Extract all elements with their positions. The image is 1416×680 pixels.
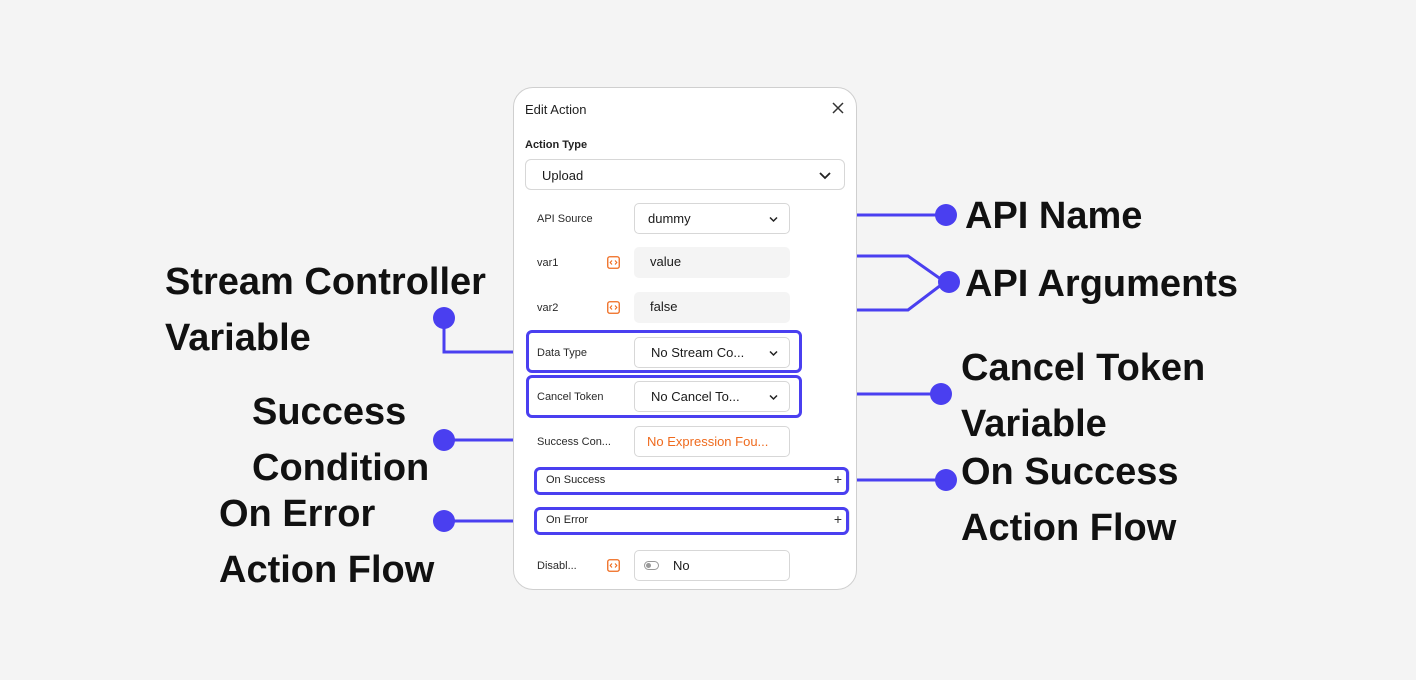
on-error-highlight — [534, 507, 849, 535]
on-error-annotation-line1: On Error — [219, 493, 376, 535]
success-condition-dot — [433, 429, 455, 451]
api-name-dot — [935, 204, 957, 226]
on-success-label: On Success — [546, 474, 606, 486]
api-source-select[interactable]: dummy — [634, 203, 790, 234]
data-type-highlight — [526, 330, 802, 373]
action-type-value: Upload — [542, 168, 584, 183]
chevron-down-icon — [769, 394, 778, 401]
chevron-down-icon — [769, 350, 778, 357]
chevron-down-icon — [819, 172, 831, 180]
data-type-value: No Stream Co... — [651, 345, 745, 360]
cancel-token-highlight — [526, 375, 802, 418]
on-success-dot — [935, 469, 957, 491]
var2-input[interactable]: false — [634, 292, 790, 323]
code-expression-icon[interactable] — [607, 256, 620, 269]
var1-input[interactable]: value — [634, 247, 790, 278]
data-type-select[interactable]: No Stream Co... — [634, 337, 790, 368]
var1-label: var1 — [537, 257, 559, 269]
add-icon[interactable]: + — [833, 511, 842, 527]
on-success-annotation-line1: On Success — [961, 451, 1179, 493]
on-error-dot — [433, 510, 455, 532]
disable-label: Disabl... — [537, 560, 577, 572]
on-error-annotation-line2: Action Flow — [219, 549, 435, 591]
cancel-token-annotation-line1: Cancel Token — [961, 347, 1206, 389]
stream-controller-annotation-line1: Stream Controller — [165, 261, 486, 303]
api-arguments-annotation: API Arguments — [965, 263, 1239, 305]
cancel-token-dot — [930, 383, 952, 405]
chevron-down-icon — [769, 216, 778, 223]
code-expression-icon[interactable] — [607, 301, 620, 314]
cancel-token-value: No Cancel To... — [651, 389, 740, 404]
cancel-token-annotation-line2: Variable — [961, 403, 1107, 445]
var1-value: value — [650, 254, 682, 269]
cancel-token-select[interactable]: No Cancel To... — [634, 381, 790, 412]
success-condition-label: Success Con... — [537, 436, 611, 448]
success-condition-annotation-line1: Success — [252, 391, 407, 433]
add-icon[interactable]: + — [833, 471, 842, 487]
api-source-value: dummy — [648, 211, 691, 226]
on-error-label: On Error — [546, 514, 589, 526]
disable-toggle-field[interactable]: No — [634, 550, 790, 581]
cancel-token-label: Cancel Token — [537, 391, 604, 403]
var2-label: var2 — [537, 302, 559, 314]
toggle-switch-icon[interactable] — [644, 561, 659, 570]
success-condition-field[interactable]: No Expression Fou... — [634, 426, 790, 457]
data-type-label: Data Type — [537, 347, 587, 359]
dialog-title: Edit Action — [525, 102, 587, 117]
action-type-label: Action Type — [525, 139, 588, 151]
api-arguments-dot — [938, 271, 960, 293]
api-name-annotation: API Name — [965, 195, 1143, 237]
on-success-highlight — [534, 467, 849, 495]
close-icon[interactable] — [830, 100, 846, 116]
on-success-annotation-line2: Action Flow — [961, 507, 1177, 549]
api-source-label: API Source — [537, 213, 593, 225]
var2-value: false — [650, 299, 678, 314]
stream-controller-annotation-line2: Variable — [165, 317, 311, 359]
success-condition-value: No Expression Fou... — [647, 434, 769, 449]
action-type-select[interactable]: Upload — [525, 159, 845, 190]
stream-controller-dot — [433, 307, 455, 329]
disable-value: No — [673, 558, 690, 573]
code-expression-icon[interactable] — [607, 559, 620, 572]
success-condition-annotation-line2: Condition — [252, 447, 430, 489]
